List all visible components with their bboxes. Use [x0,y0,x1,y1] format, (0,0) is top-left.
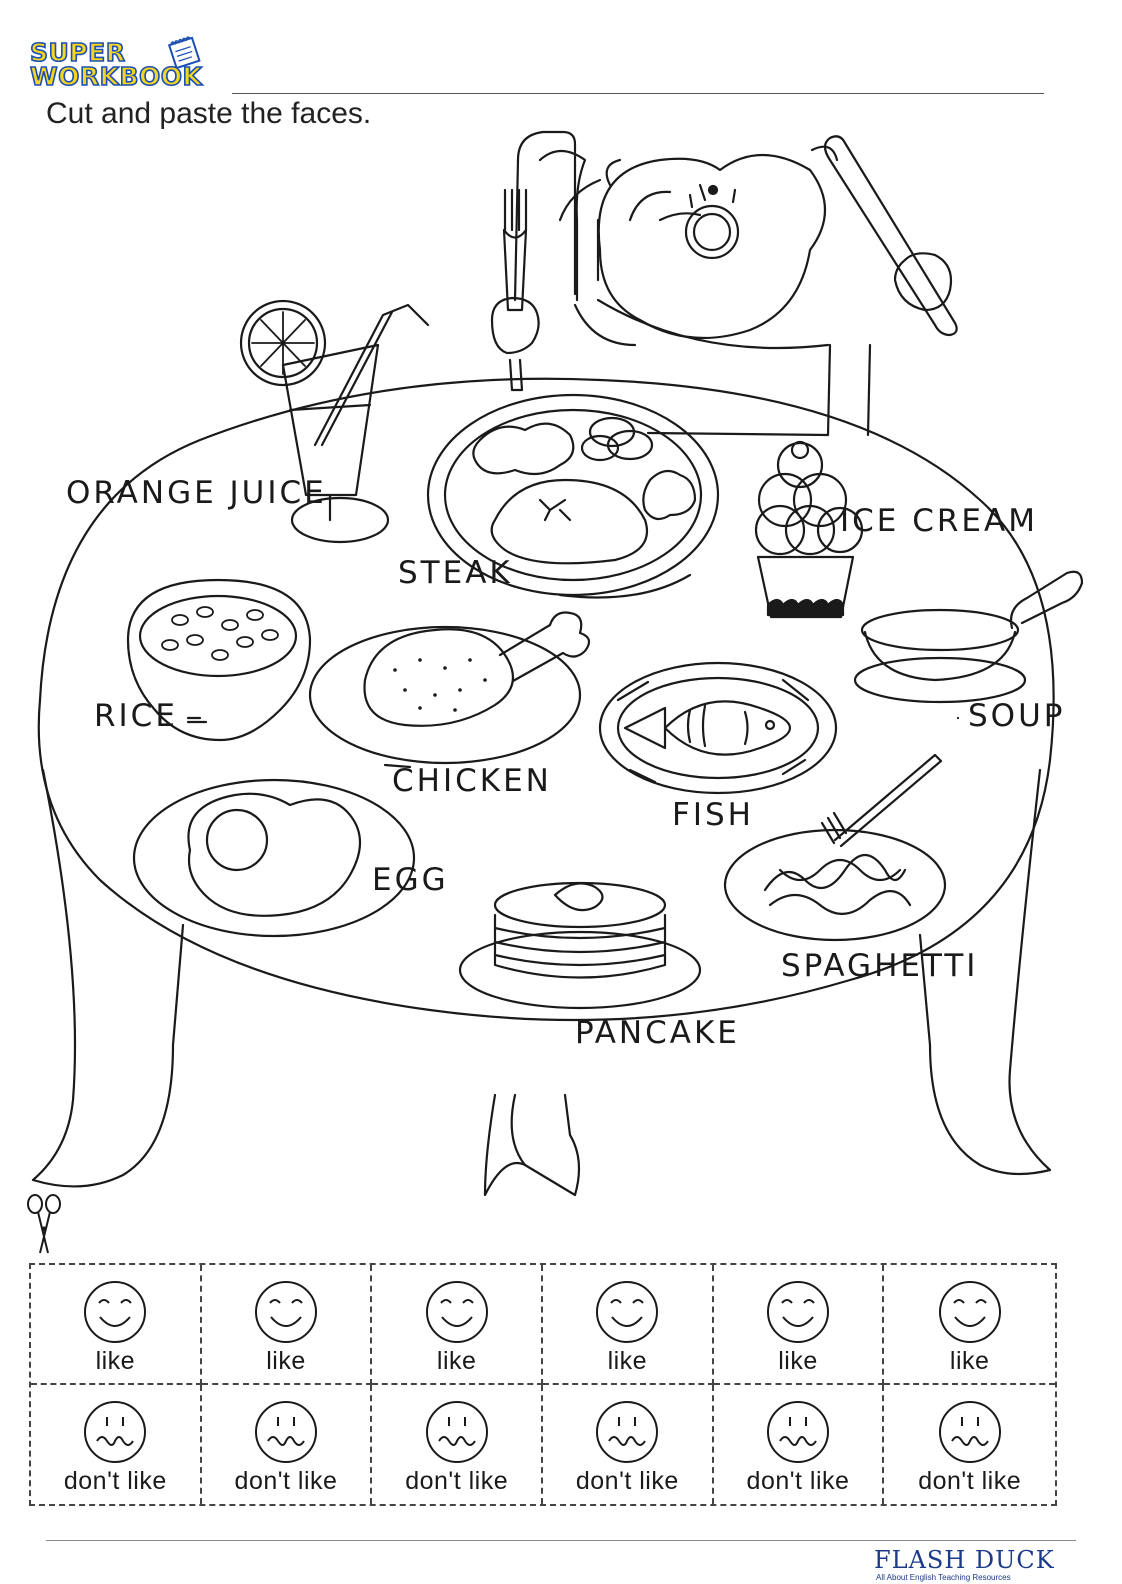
like-face-card[interactable]: like [713,1265,885,1385]
notepad-icon [167,36,201,68]
egg-drawing [132,778,416,938]
brand-tagline: All About English Teaching Resources [876,1573,1011,1582]
scissors-icon [27,1194,61,1254]
label-soup: SOUP [968,698,1066,734]
spaghetti-drawing [723,753,947,942]
wavy-mouth-face-icon [84,1400,147,1463]
soup-drawing [853,570,1084,704]
dislike-label: don't like [575,1466,679,1495]
like-label: like [607,1347,648,1375]
like-label: like [266,1347,306,1375]
like-face-card[interactable]: like [372,1265,543,1385]
smiley-face-icon [938,1281,1001,1343]
super-workbook-logo: SUPER WORKBOOK [29,36,220,94]
dislike-label: don't like [746,1466,850,1495]
dislike-face-card[interactable]: don't like [884,1385,1055,1505]
like-face-card[interactable]: like [543,1265,714,1385]
wavy-mouth-face-icon [938,1400,1001,1463]
pancake-drawing [458,881,702,1010]
flash-duck-logo: FLASH DUCK All About English Teaching Re… [874,1546,1074,1582]
label-spaghetti: SPAGHETTI [781,948,979,984]
smiley-face-icon [254,1281,317,1343]
label-rice: RICE [94,698,178,734]
table [31,377,1055,1197]
dislike-face-card[interactable]: don't like [202,1384,373,1504]
steak-drawing [426,393,720,599]
header-rule [232,93,1044,94]
smiley-face-icon [425,1281,488,1343]
rice-drawing [126,578,312,742]
like-face-card[interactable]: like [201,1265,373,1385]
logo-line-workbook: WORKBOOK [29,62,203,91]
brand-name: FLASH DUCK [874,1546,1055,1574]
smiley-face-icon [84,1281,147,1343]
wavy-mouth-face-icon [596,1400,659,1463]
like-face-card[interactable]: like [884,1265,1055,1385]
footer-rule [46,1540,1076,1541]
character-figure [490,130,958,437]
dislike-label: don't like [63,1466,167,1495]
label-pancake: PANCAKE [575,1015,740,1051]
logo-line-super: SUPER [29,38,126,67]
orange-juice-drawing [239,299,430,544]
dislike-face-card[interactable]: don't like [372,1384,543,1504]
like-label: like [95,1347,136,1375]
label-chicken: CHICKEN [392,763,552,799]
wavy-mouth-face-icon [766,1400,829,1463]
fish-drawing [598,661,838,795]
dislike-label: don't like [405,1466,509,1495]
dislike-face-card[interactable]: don't like [31,1384,202,1504]
dislike-label: don't like [234,1466,338,1495]
dining-table-illustration [31,130,1084,1197]
dislike-face-card[interactable]: don't like [543,1384,714,1504]
smiley-face-icon [596,1281,659,1343]
dislike-face-card[interactable]: don't like [714,1384,885,1504]
label-ice-cream: ICE CREAM [840,503,1038,539]
label-fish: FISH [672,797,754,833]
like-face-card[interactable]: like [31,1265,202,1385]
like-label: like [436,1347,477,1375]
label-orange-juice: ORANGE JUICE [66,475,327,511]
dislike-label: don't like [918,1466,1022,1495]
wavy-mouth-face-icon [254,1400,317,1463]
label-egg: EGG [372,862,449,898]
wavy-mouth-face-icon [425,1400,488,1463]
cutout-faces-grid: like like like like like like don't like… [29,1263,1057,1506]
like-label: like [778,1347,818,1375]
ice-cream-drawing [754,440,864,619]
label-steak: STEAK [398,555,513,591]
smiley-face-icon [766,1281,829,1343]
chicken-drawing [308,611,591,769]
instruction-text: Cut and paste the faces. [46,97,372,130]
like-label: like [949,1347,990,1375]
